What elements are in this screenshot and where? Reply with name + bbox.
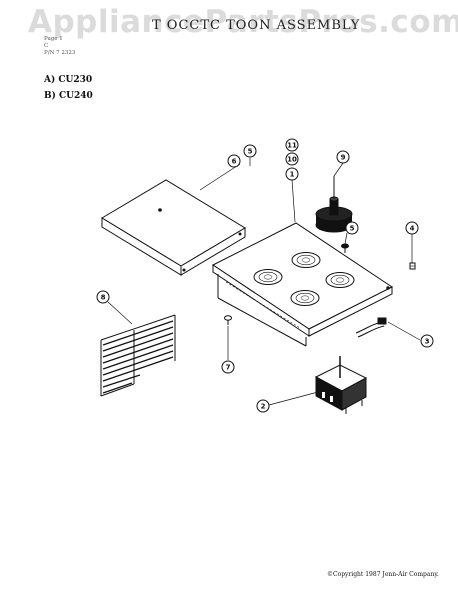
callout-8: 7	[221, 360, 235, 374]
svg-text:4: 4	[410, 225, 415, 233]
callout-5-top: 5	[243, 144, 257, 158]
model-a-label: A) CU230	[44, 75, 93, 85]
part-6-cover	[101, 179, 246, 276]
part-1-element-top	[212, 222, 393, 347]
svg-text:11: 11	[287, 142, 297, 150]
svg-text:6: 6	[232, 158, 237, 166]
svg-text:9: 9	[341, 154, 346, 162]
part-7-grate	[100, 314, 176, 397]
header-small-line-2: C	[44, 43, 49, 49]
copyright-notice: ©Copyright 1987 Jenn-Air Company.	[327, 571, 439, 578]
svg-text:5: 5	[350, 225, 355, 233]
burner-left	[253, 269, 283, 285]
part-8-screw	[224, 315, 232, 325]
callout-6: 6	[227, 154, 241, 168]
model-b-label: B) CU240	[44, 91, 93, 101]
callout-3: 3	[420, 334, 434, 348]
callout-11: 11	[285, 138, 299, 152]
watermark: AppliancePartsPros.com	[28, 4, 458, 40]
callout-9: 9	[336, 150, 350, 164]
part-3-wire-lead	[355, 317, 387, 338]
callout-2: 2	[256, 399, 270, 413]
svg-text:7: 7	[226, 364, 231, 372]
burner-front	[290, 290, 320, 306]
part-9-knob	[315, 176, 353, 233]
svg-text:10: 10	[287, 156, 297, 164]
burner-right	[325, 272, 355, 288]
page-title: T OCCTC TOON ASSEMBLY	[152, 18, 361, 33]
svg-text:3: 3	[425, 338, 430, 346]
part-4-clip	[409, 262, 416, 270]
part-5-screw	[341, 243, 349, 253]
part-2-switch	[314, 356, 368, 414]
callout-5-right: 5	[345, 221, 359, 235]
callout-10: 10	[285, 152, 299, 166]
callout-4: 4	[405, 221, 419, 235]
leader-lines	[107, 158, 421, 406]
svg-text:2: 2	[261, 403, 266, 411]
svg-text:5: 5	[248, 148, 253, 156]
burner-rear	[291, 252, 321, 268]
svg-text:8: 8	[101, 294, 106, 302]
header-small-line-3: P/N 7 2323	[44, 50, 76, 56]
header-small-line-1: Page 1	[44, 36, 63, 42]
callout-1: 1	[285, 167, 299, 181]
svg-text:1: 1	[290, 171, 295, 179]
callout-7: 8	[96, 290, 110, 304]
